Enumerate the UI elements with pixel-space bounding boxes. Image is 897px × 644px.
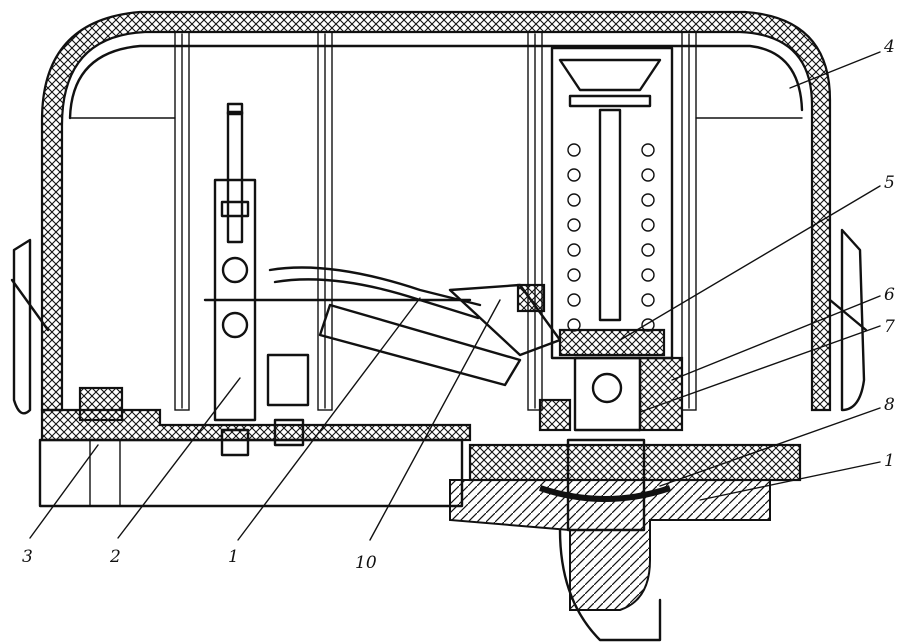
switch-assembly [213, 102, 310, 457]
pivot-block [538, 356, 684, 432]
internal-ribs [69, 31, 803, 411]
callout-2: 2 [109, 547, 121, 567]
callout-labels: 3 2 1 10 4 5 6 7 8 1 [22, 37, 895, 573]
spring-chamber [550, 46, 674, 360]
callout-8: 8 [884, 395, 895, 415]
callout-7: 7 [884, 317, 895, 337]
callout-1: 1 [228, 547, 239, 567]
nozzle-flange [449, 438, 802, 642]
leader-lines [29, 51, 881, 541]
lever-arm [203, 266, 562, 387]
callout-10: 10 [355, 553, 377, 573]
callout-4: 4 [883, 37, 895, 57]
callout-6: 6 [884, 285, 895, 305]
housing-cover [40, 10, 832, 412]
spring-coils [567, 143, 655, 332]
side-clamps [10, 228, 868, 415]
callout-5: 5 [884, 173, 895, 193]
callout-1-right: 1 [884, 451, 895, 471]
callout-3: 3 [22, 547, 33, 567]
base-plate [38, 386, 472, 508]
